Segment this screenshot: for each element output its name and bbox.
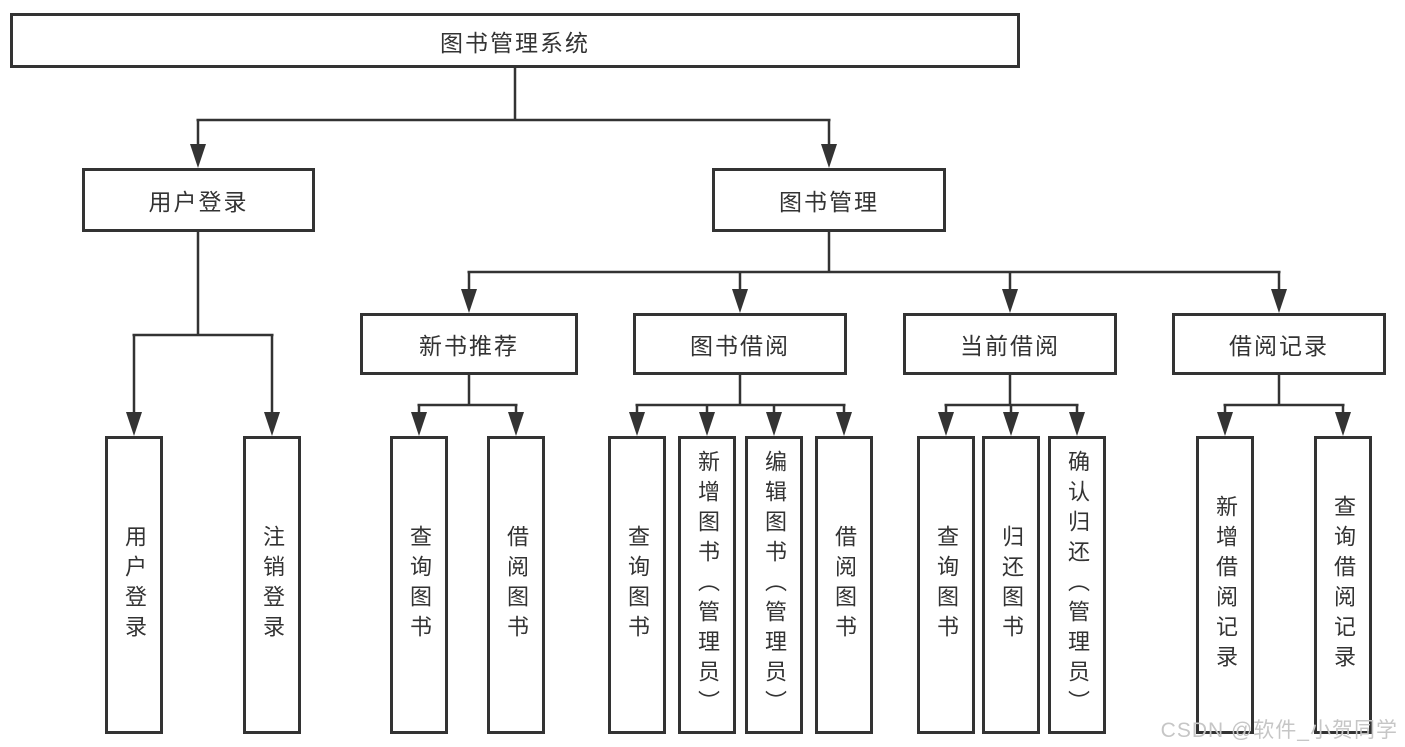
leaf-logout: 注销登录 — [243, 436, 301, 734]
node-book-management: 图书管理 — [712, 168, 946, 232]
leaf-label: 新增图书（管理员） — [695, 450, 720, 720]
leaf-label: 借阅图书 — [832, 525, 857, 645]
leaf-label: 新增借阅记录 — [1213, 495, 1238, 675]
leaf-query-books-current: 查询图书 — [917, 436, 975, 734]
leaf-label: 查询图书 — [407, 525, 432, 645]
node-current-borrow: 当前借阅 — [903, 313, 1117, 375]
node-new-book-recommend: 新书推荐 — [360, 313, 578, 375]
leaf-borrow-books-recommend: 借阅图书 — [487, 436, 545, 734]
leaf-label: 编辑图书（管理员） — [762, 450, 787, 720]
leaf-query-books-borrow: 查询图书 — [608, 436, 666, 734]
leaf-label: 查询借阅记录 — [1331, 495, 1356, 675]
leaf-label: 归还图书 — [999, 525, 1024, 645]
node-root: 图书管理系统 — [10, 13, 1020, 68]
leaf-label: 查询图书 — [625, 525, 650, 645]
leaf-borrow-books: 借阅图书 — [815, 436, 873, 734]
node-borrow-records: 借阅记录 — [1172, 313, 1386, 375]
leaf-add-borrow-record: 新增借阅记录 — [1196, 436, 1254, 734]
leaf-return-book: 归还图书 — [982, 436, 1040, 734]
watermark: CSDN @软件_小贺同学 — [1160, 719, 1398, 742]
leaf-label: 注销登录 — [260, 525, 285, 645]
leaf-label: 确认归还（管理员） — [1065, 450, 1090, 720]
node-user-login: 用户登录 — [82, 168, 315, 232]
leaf-add-book-admin: 新增图书（管理员） — [678, 436, 736, 734]
leaf-query-books-recommend: 查询图书 — [390, 436, 448, 734]
leaf-confirm-return-admin: 确认归还（管理员） — [1048, 436, 1106, 734]
leaf-label: 借阅图书 — [504, 525, 529, 645]
leaf-edit-book-admin: 编辑图书（管理员） — [745, 436, 803, 734]
node-book-borrow: 图书借阅 — [633, 313, 847, 375]
leaf-query-borrow-record: 查询借阅记录 — [1314, 436, 1372, 734]
leaf-label: 查询图书 — [934, 525, 959, 645]
leaf-user-login: 用户登录 — [105, 436, 163, 734]
leaf-label: 用户登录 — [122, 525, 147, 645]
